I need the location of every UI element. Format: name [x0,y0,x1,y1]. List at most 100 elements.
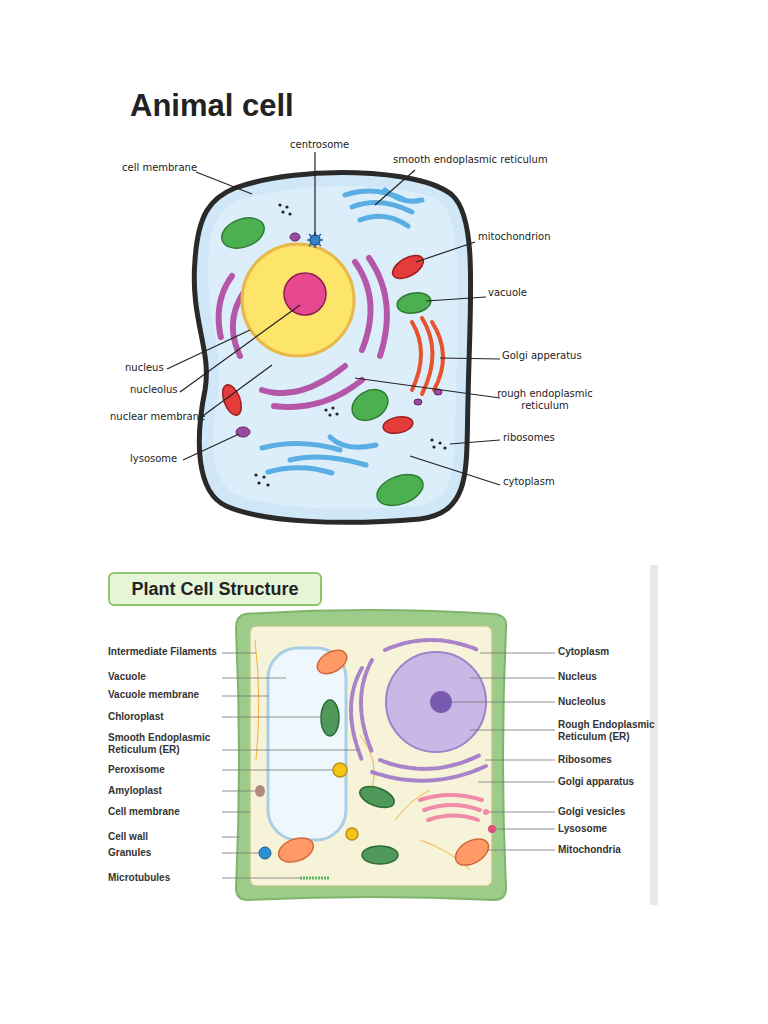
part-label: nucleus [125,362,164,374]
ribosome [335,412,338,415]
leader-line [167,330,250,369]
part-label: smooth endoplasmic reticulum [393,154,548,166]
leader-line [200,365,272,418]
leader-line [426,297,486,301]
part-label: Chloroplast [108,711,164,723]
leader-line [180,305,300,392]
centrosome-core [310,235,320,245]
part-label: ribosomes [503,432,555,444]
ribosome [430,438,433,441]
rough-er-fold [372,766,486,781]
vacuole [396,290,433,316]
chloroplasts [321,700,398,864]
plant-leader-lines [222,653,555,878]
part-label: Amyloplast [108,785,162,797]
part-label: Nucleus [558,671,597,683]
leader-line [222,717,322,718]
central-vacuole [268,648,346,840]
part-label: nucleolus [130,384,178,396]
part-label: mitochondrion [478,231,551,243]
leader-line [183,434,239,460]
part-label: Vacuole membrane [108,689,199,701]
leader-line [222,853,259,854]
smooth-er-tube [262,443,340,450]
lysosome [236,427,250,437]
leader-line [480,653,555,654]
part-label: lysosome [130,453,177,465]
mitochondria [219,251,427,436]
part-label: Rough Endoplasmic Reticulum (ER) [558,719,668,742]
part-label: Peroxisome [108,764,165,776]
image-frame [105,138,602,526]
rough-er-fold [380,755,480,769]
animal-leader-lines [167,152,500,485]
part-label: Lysosome [558,823,607,835]
part-label: Golgi apperatus [502,350,582,362]
golgi-vesicle [483,809,489,815]
leader-line [222,750,358,751]
plant-lysosome [488,825,496,833]
leader-line [222,791,255,792]
ribosome [262,475,265,478]
image-edge [650,565,658,905]
chloroplast [362,846,398,864]
diagram-title: Animal cell [130,88,294,124]
golgi-cisterna [432,322,443,390]
mitochondrion [382,415,414,436]
ribosome [288,212,291,215]
part-label: Golgi apparatus [558,776,634,788]
filament [395,790,430,820]
vacuole [373,469,428,512]
plant-nucleolus [430,691,452,713]
smooth-er-tube [330,437,376,447]
leader-line [496,829,555,830]
mitochondrion [313,645,351,678]
heading-text: Plant Cell Structure [131,579,298,600]
microtubule [300,877,330,880]
ribosome [278,203,281,206]
vacuole [218,212,269,253]
chloroplast [357,782,397,811]
part-label: Microtubules [108,872,170,884]
mitochondrion [389,251,427,284]
plant-cytoplasm [250,626,492,886]
granule [259,847,271,859]
amyloplast [255,785,265,797]
mitochondrion [275,834,316,867]
cell-wall [236,610,506,900]
leader-line [355,378,500,398]
leader-line [196,172,252,194]
golgi-cisterna [424,805,480,810]
animal-cell-membrane [194,173,470,523]
part-label: Granules [108,847,151,859]
part-label: cell membrane [122,162,197,174]
smooth-er-tube [360,216,408,226]
smooth-er-tube [290,457,366,465]
filament [255,640,259,760]
leader-line [470,730,555,731]
leader-line [416,242,475,262]
part-label: Nucleolus [558,696,606,708]
leader-line [478,782,555,783]
smooth-er-tube [268,468,332,473]
peroxisome [333,763,347,777]
heading-box: Plant Cell Structure [108,572,322,606]
part-label: nuclear membrane [110,411,205,423]
rough-er-fold [385,640,478,650]
plant-golgi [420,795,482,820]
ribosome [285,205,288,208]
leader-line [440,358,500,359]
ribosome [266,483,269,486]
leader-line [314,152,315,236]
rough-er-fold [274,380,362,407]
part-label: Vacuole [108,671,146,683]
leader-line [222,878,300,879]
vacuoles [218,212,433,511]
part-label: rough endoplasmic reticulum [495,388,595,411]
rough-er-fold [219,276,232,338]
part-label: Golgi vesicles [558,806,625,818]
chloroplast [321,700,339,736]
ribosome [324,408,327,411]
mitochondrion [451,833,493,870]
